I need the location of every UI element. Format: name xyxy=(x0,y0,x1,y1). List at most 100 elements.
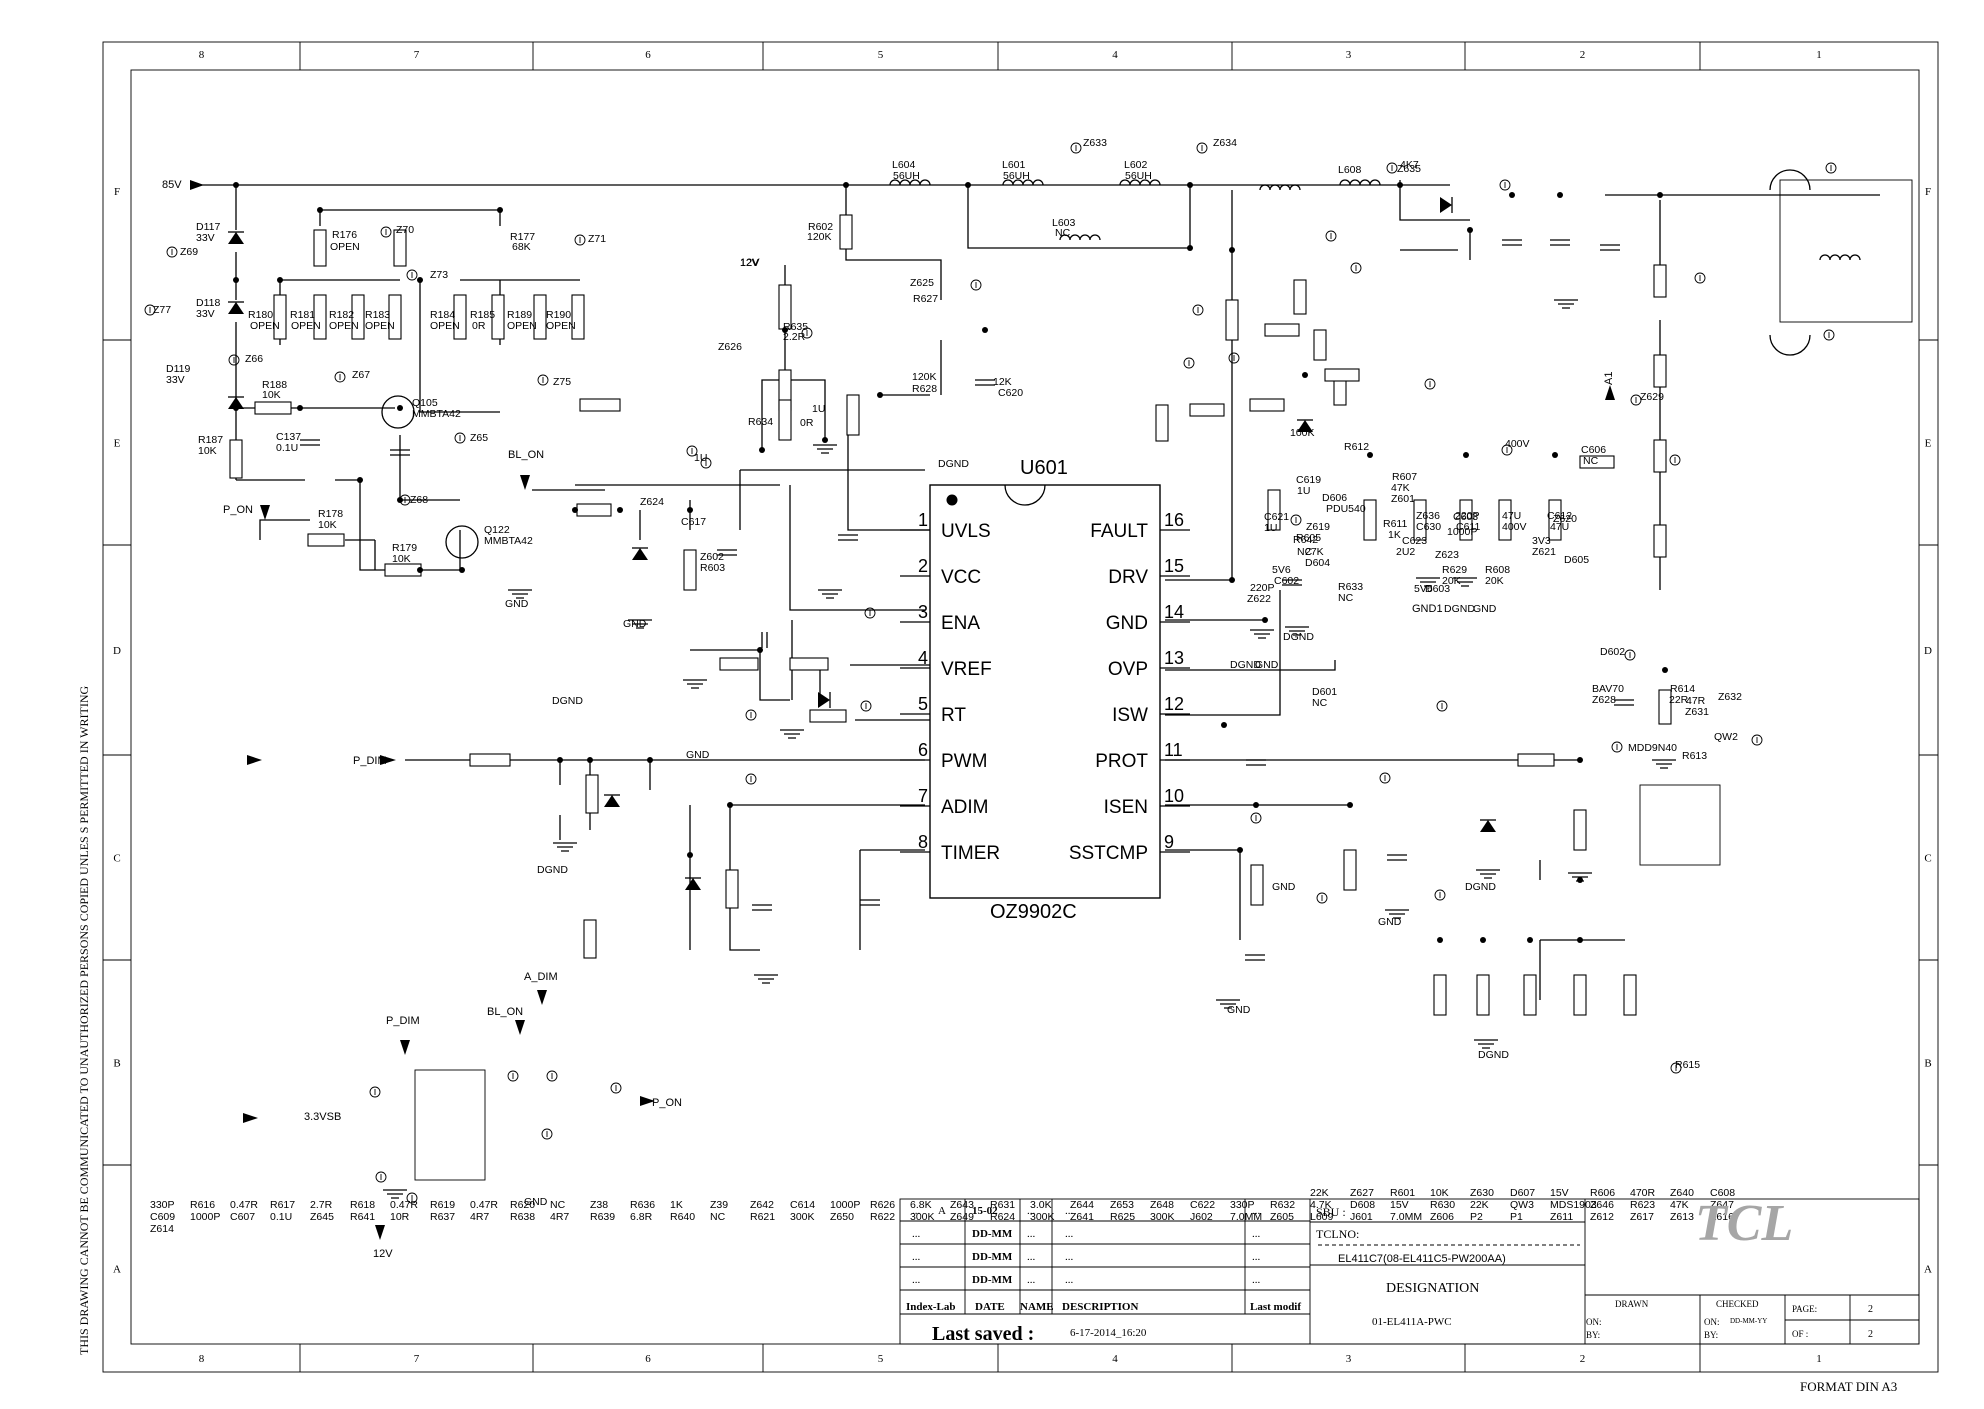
component-label: OPEN xyxy=(291,320,321,332)
resistor xyxy=(313,229,327,267)
junction xyxy=(1577,877,1583,883)
resistor xyxy=(1363,499,1377,541)
tb-row-desc: ... xyxy=(1065,1274,1074,1286)
junction xyxy=(757,647,763,653)
jumper-j601 xyxy=(1769,334,1811,356)
component-label: Q122 xyxy=(484,524,510,536)
row-label-left: E xyxy=(114,438,121,450)
tb-row-modif: ... xyxy=(1252,1274,1261,1286)
component-label: Q105 xyxy=(412,397,438,409)
component-label: C137 xyxy=(276,431,301,443)
net-a-dim: A_DIM xyxy=(524,971,558,983)
component-label: L604 xyxy=(892,159,916,171)
component-label: R620 xyxy=(510,1199,535,1211)
resistor xyxy=(1623,974,1637,1016)
mosfet-qw3 xyxy=(1639,784,1721,866)
component-label: BAV70 xyxy=(1592,683,1624,695)
component-label: NC xyxy=(550,1199,566,1211)
junction xyxy=(843,182,849,188)
component-label: C617 xyxy=(681,516,706,528)
component-label: R624 xyxy=(990,1211,1015,1223)
capacitor xyxy=(1282,579,1302,586)
ic-pin-number: 13 xyxy=(1164,648,1184,668)
capacitor xyxy=(1387,854,1407,861)
component-label: R627 xyxy=(913,293,938,305)
ic-pin-gnd: GND xyxy=(1106,613,1148,634)
component-label: R178 xyxy=(318,508,343,520)
component-label: C630 xyxy=(1416,521,1441,533)
ic-pin-number: 10 xyxy=(1164,786,1184,806)
ic-u601: U601 OZ9902C 1UVLS2VCC3ENA4VREF5RT6PWM7A… xyxy=(900,457,1190,923)
ground-symbol xyxy=(1554,299,1578,309)
junction xyxy=(617,507,623,513)
test-point xyxy=(228,354,240,366)
test-point xyxy=(375,1171,387,1183)
resistor xyxy=(725,869,739,909)
test-point xyxy=(1070,142,1082,154)
column-label-bottom: 1 xyxy=(1816,1353,1822,1365)
net-a1: A1 xyxy=(1603,372,1615,385)
component-label: 330P xyxy=(1230,1199,1255,1211)
test-point xyxy=(144,304,156,316)
component-label: C607 xyxy=(230,1211,255,1223)
component-label: 22K xyxy=(1310,1187,1329,1199)
junction xyxy=(1187,182,1193,188)
component-label: 300K xyxy=(1150,1211,1175,1223)
component-label: R621 xyxy=(750,1211,775,1223)
component-label: 2.7R xyxy=(310,1199,333,1211)
test-point xyxy=(860,700,872,712)
resistor xyxy=(1548,499,1562,541)
ic-pin-number: 15 xyxy=(1164,556,1184,576)
component-label: Z624 xyxy=(640,496,664,508)
component-label: 1K xyxy=(1388,529,1401,541)
resistor xyxy=(1189,403,1225,417)
resistor xyxy=(393,229,407,267)
ground-label: GND xyxy=(1227,1004,1251,1016)
component-label: NC xyxy=(1583,455,1599,467)
component-label: 7.0MM xyxy=(1390,1211,1422,1223)
component-label: Z630 xyxy=(1470,1187,1494,1199)
component-label: Z66 xyxy=(245,353,263,365)
row-label-left: F xyxy=(114,186,120,198)
capacitor xyxy=(1550,239,1570,246)
junction xyxy=(417,277,423,283)
component-label: Z635 xyxy=(1397,163,1421,175)
component-label: OPEN xyxy=(507,320,537,332)
component-label: L603 xyxy=(1052,217,1076,229)
component-label: 7.0MM xyxy=(1230,1211,1262,1223)
ic-part: OZ9902C xyxy=(990,901,1077,923)
component-label: MMBTA42 xyxy=(484,535,533,547)
ground-label: DGND xyxy=(552,695,583,707)
net-ports xyxy=(190,180,1615,1240)
component-label: Z605 xyxy=(1270,1211,1294,1223)
component-label: R642 xyxy=(1293,534,1318,546)
component-label: 220P xyxy=(1250,582,1275,594)
component-label: 22R xyxy=(1669,694,1689,706)
resistor xyxy=(313,294,327,340)
junction xyxy=(727,802,733,808)
component-label: 1000P xyxy=(190,1211,220,1223)
junction xyxy=(1480,937,1486,943)
inductor xyxy=(1259,184,1301,191)
ic-pin-number: 9 xyxy=(1164,832,1174,852)
component-label: QW2 xyxy=(1714,731,1738,743)
inductor xyxy=(1119,179,1161,186)
component-label: 3V3 xyxy=(1532,535,1551,547)
test-point xyxy=(1316,892,1328,904)
resistor xyxy=(778,399,792,441)
row-label-left: B xyxy=(113,1058,120,1070)
test-point xyxy=(1350,262,1362,274)
component-label: 1U xyxy=(1264,522,1277,534)
resistor xyxy=(1225,299,1239,341)
component-label: Z640 xyxy=(1670,1187,1694,1199)
component-label: 47U xyxy=(1550,521,1569,533)
test-point xyxy=(1424,378,1436,390)
component-label: C612 xyxy=(1547,510,1572,522)
net-bl-on-bottom: BL_ON xyxy=(487,1006,523,1018)
junction xyxy=(317,207,323,213)
column-label-top: 8 xyxy=(199,49,205,61)
component-label: 10R xyxy=(390,1211,410,1223)
component-label: Z75 xyxy=(553,376,571,388)
tb-row-index: ... xyxy=(912,1228,921,1240)
junction xyxy=(1229,577,1235,583)
